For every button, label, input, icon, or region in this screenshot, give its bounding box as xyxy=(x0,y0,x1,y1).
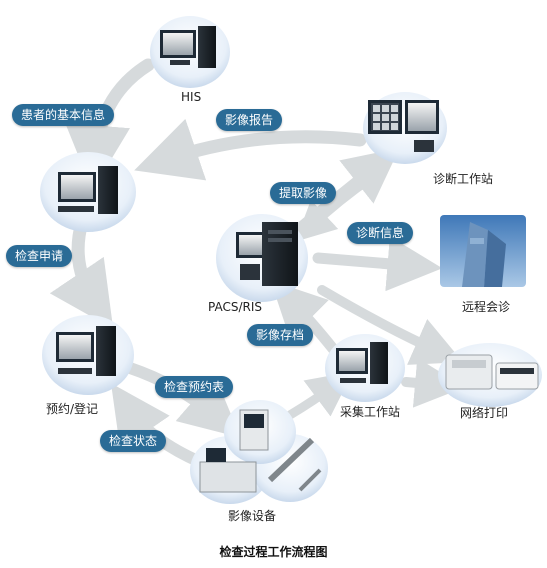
arrow-pacs-print xyxy=(317,285,463,365)
pill-patient-basic-info: 患者的基本信息 xyxy=(12,104,115,126)
label-remote-consultation: 远程会诊 xyxy=(462,300,511,314)
arrow-archive xyxy=(270,280,340,356)
arrow-device-acq xyxy=(285,371,354,420)
diagram-caption: 检查过程工作流程图 xyxy=(219,545,328,559)
network-print-node xyxy=(438,343,542,407)
booking-registration-node xyxy=(42,315,134,395)
arrow-remote xyxy=(312,236,443,292)
pill-diagnosis-info: 诊断信息 xyxy=(347,222,414,244)
imaging-equipment-node xyxy=(190,400,328,504)
remote-consultation-node xyxy=(440,215,526,287)
label-imaging-equipment: 影像设备 xyxy=(228,509,277,523)
pill-image-archive: 影像存档 xyxy=(247,324,314,346)
label-pacs-ris: PACS/RIS xyxy=(208,300,262,314)
arrow-his-to-booking xyxy=(65,58,155,191)
his-workstation-node xyxy=(40,152,136,232)
arrow-report-to-his xyxy=(134,118,367,181)
his-node xyxy=(150,16,230,88)
pill-exam-request: 检查申请 xyxy=(6,245,73,267)
pacs-ris-node xyxy=(216,214,308,302)
acquisition-workstation-node xyxy=(325,334,405,402)
arrow-request xyxy=(49,215,114,329)
label-his: HIS xyxy=(181,90,202,104)
label-diagnosis-workstation: 诊断工作站 xyxy=(433,172,494,186)
label-network-print: 网络打印 xyxy=(460,406,509,420)
pill-exam-schedule: 检查预约表 xyxy=(155,376,234,398)
arrow-acq-print xyxy=(401,357,465,408)
pill-retrieve-images: 提取影像 xyxy=(270,182,337,204)
label-booking-registration: 预约/登记 xyxy=(46,402,99,416)
pill-exam-status: 检查状态 xyxy=(100,430,167,452)
arrow-diagnosis-back xyxy=(295,174,376,242)
label-acquisition-workstation: 采集工作站 xyxy=(340,405,401,419)
pill-image-report: 影像报告 xyxy=(216,109,283,131)
diagnosis-workstation-node xyxy=(363,92,447,164)
